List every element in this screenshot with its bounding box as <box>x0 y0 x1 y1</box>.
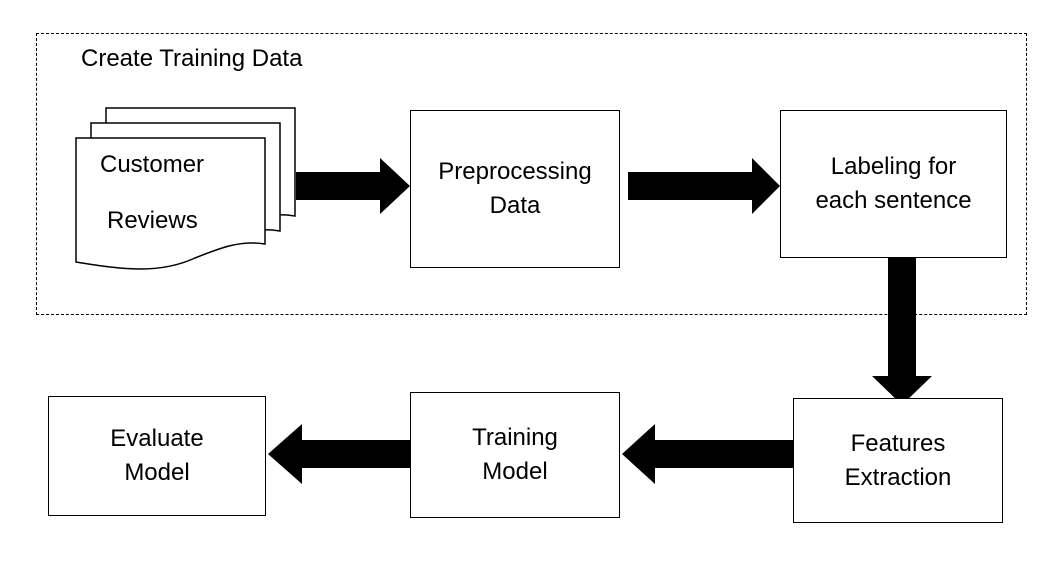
training-model-box: Training Model <box>410 392 620 518</box>
preprocessing-line1: Preprocessing <box>438 158 592 185</box>
arrow-labeling-to-features <box>872 250 932 405</box>
arrow-features-to-training <box>622 424 793 484</box>
preprocessing-data-box: Preprocessing Data <box>410 110 620 268</box>
customer-reviews-line1: Customer <box>100 151 205 178</box>
training-line1: Training <box>472 424 558 451</box>
features-line1: Features <box>850 429 946 457</box>
document-sheet-front <box>75 137 266 270</box>
arrow-preprocessing-to-labeling <box>628 158 780 214</box>
labeling-line2: each sentence <box>815 187 972 214</box>
arrow-reviews-to-preprocessing <box>296 158 410 214</box>
arrow-training-to-evaluate <box>268 424 412 484</box>
create-training-data-frame <box>36 33 1027 315</box>
training-line2: Model <box>482 458 548 485</box>
evaluate-model-box: Evaluate Model <box>48 396 266 516</box>
labeling-line1: Labeling for <box>830 153 957 180</box>
evaluate-line2: Model <box>124 459 190 486</box>
features-extraction-box: Features Extraction <box>793 398 1003 523</box>
frame-title: Create Training Data <box>81 45 303 72</box>
preprocessing-line2: Data <box>489 192 541 219</box>
evaluate-line1: Evaluate <box>110 425 204 452</box>
labeling-box: Labeling for each sentence <box>780 110 1007 258</box>
features-line2: Extraction <box>844 463 952 491</box>
customer-reviews-line2: Reviews <box>107 207 198 234</box>
